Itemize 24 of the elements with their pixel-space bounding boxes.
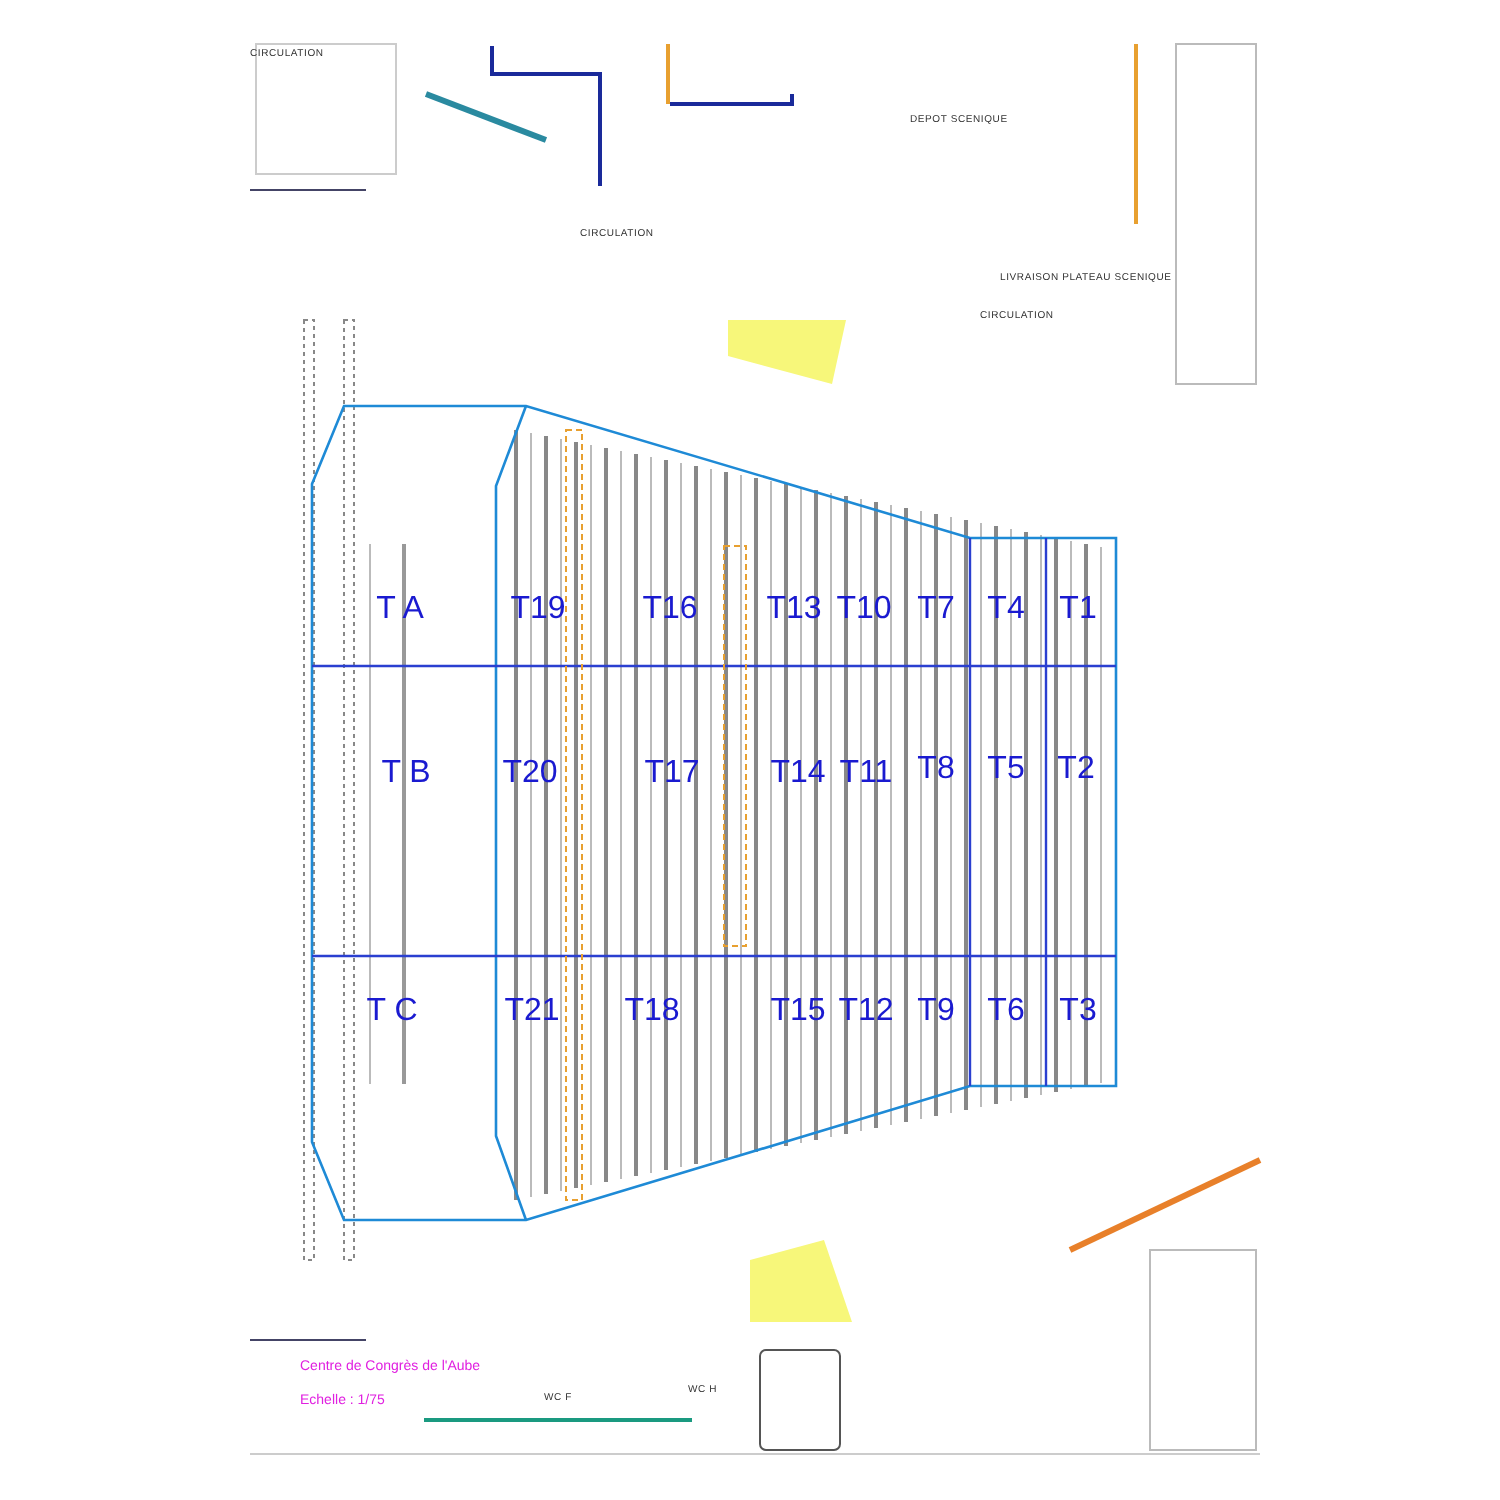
zone-label: T11 <box>839 758 893 790</box>
zone-label: T12 <box>838 996 894 1028</box>
zone-label: T C <box>366 996 418 1028</box>
zone-label: T14 <box>770 758 826 790</box>
zone-label: T4 <box>987 594 1025 626</box>
zone-label: T2 <box>1057 754 1095 786</box>
zone-label: T15 <box>770 996 826 1028</box>
zone-label: T7 <box>917 594 955 626</box>
zone-label: T1 <box>1059 594 1097 626</box>
zone-label: T5 <box>987 754 1025 786</box>
zone-label: T20 <box>502 758 558 790</box>
zone-label: T16 <box>642 594 698 626</box>
zone-label: T6 <box>987 996 1025 1028</box>
zone-label: T B <box>381 758 431 790</box>
zone-label: T13 <box>766 594 822 626</box>
zone-label: T17 <box>644 758 700 790</box>
zone-label: T10 <box>836 594 892 626</box>
zone-label: T21 <box>504 996 560 1028</box>
zone-label: T A <box>376 594 424 626</box>
zone-label: T3 <box>1059 996 1097 1028</box>
zone-label: T19 <box>510 594 566 626</box>
zone-label: T18 <box>624 996 680 1028</box>
zone-label: T8 <box>917 754 955 786</box>
zone-label: T9 <box>917 996 955 1028</box>
